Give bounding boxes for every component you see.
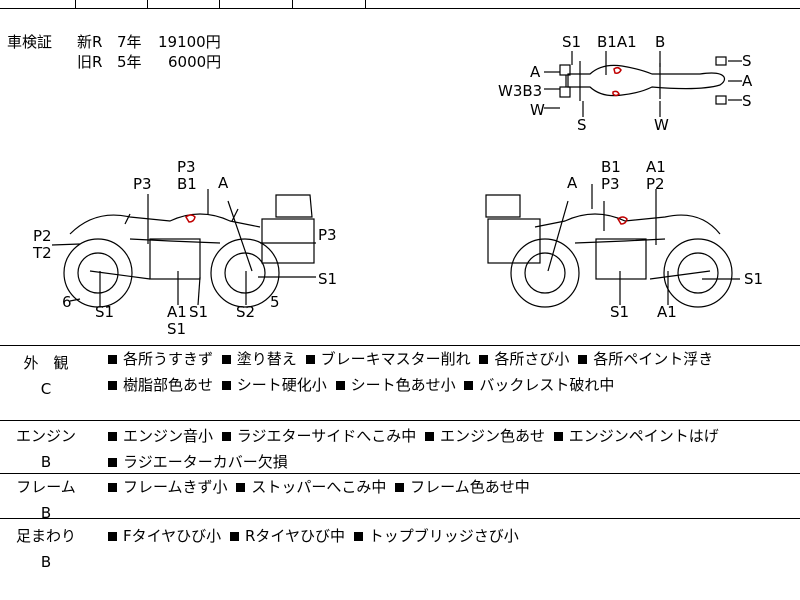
registration-old-years: 5年: [117, 53, 142, 71]
registration-new-price: 19100円: [158, 33, 221, 51]
top-table-strip: [0, 0, 800, 9]
diagram-label: B1: [601, 158, 621, 176]
condition-items: エンジン音小 ラジエターサイドへこみ中 エンジン色あせ エンジンペイントはげ ラ…: [104, 423, 794, 475]
condition-items: フレームきず小 ストッパーへこみ中 フレーム色あせ中: [104, 474, 794, 500]
condition-category: 足まわり B: [0, 523, 92, 575]
condition-grade: B: [40, 553, 52, 571]
table-divider: [147, 0, 148, 8]
diagram-label: P3: [318, 226, 337, 244]
registration-label: 車検証: [7, 33, 53, 51]
top-view-leaders: [544, 51, 742, 117]
diagram-label: S1: [610, 303, 630, 321]
diagram-label: 5: [270, 293, 280, 311]
diagram-label: B: [655, 33, 666, 51]
condition-row-engine: エンジン B エンジン音小 ラジエターサイドへこみ中 エンジン色あせ エンジンペ…: [0, 421, 800, 474]
left-side-damage-marks: [185, 214, 196, 223]
diagram-label: S1: [95, 303, 115, 321]
right-side-leaders: [591, 184, 740, 305]
diagram-label: P3: [601, 175, 620, 193]
condition-grade: B: [40, 453, 52, 471]
condition-row-frame: フレーム B フレームきず小 ストッパーへこみ中 フレーム色あせ中: [0, 474, 800, 522]
condition-row-suspension: 足まわり B Fタイヤひび小 Rタイヤひび中 トップブリッジさび小: [0, 519, 800, 600]
condition-category: エンジン B: [0, 423, 92, 475]
diagram-label: T2: [33, 244, 52, 262]
right-side-outline: [485, 194, 733, 308]
registration-new-type: 新R: [77, 33, 103, 51]
diagram-label: W: [530, 101, 545, 119]
condition-row-exterior: 外 観 C 各所うすきず 塗り替え ブレーキマスター削れ 各所さび小 各所ペイン…: [0, 346, 800, 421]
diagram-label: S1: [189, 303, 209, 321]
top-view-outline: [559, 56, 727, 105]
table-divider: [365, 0, 366, 8]
diagram-label: A: [530, 63, 541, 81]
table-divider: [75, 0, 76, 8]
registration-new-years: 7年: [117, 33, 142, 51]
diagram-label: P2: [646, 175, 665, 193]
diagram-label: W: [654, 116, 669, 134]
condition-grade: C: [40, 380, 52, 398]
condition-category: 外 観 C: [0, 350, 92, 402]
condition-items: 各所うすきず 塗り替え ブレーキマスター削れ 各所さび小 各所ペイント浮き 樹脂…: [104, 346, 794, 398]
diagram-label: P3: [177, 158, 196, 176]
condition-category: フレーム B: [0, 474, 92, 526]
diagram-label: A1: [167, 303, 187, 321]
diagram-label: B1A1: [597, 33, 637, 51]
diagram-label: S1: [562, 33, 582, 51]
diagram-label: S: [742, 92, 752, 110]
diagram-label: S1: [744, 270, 764, 288]
diagram-label: 6: [62, 293, 72, 311]
diagram-label: A1: [657, 303, 677, 321]
diagram-label: S: [742, 52, 752, 70]
diagram-label: W3B3: [498, 82, 543, 100]
diagram-label: P2: [33, 227, 52, 245]
diagram-label: S: [577, 116, 587, 134]
left-side-outline: [63, 194, 315, 308]
diagram-label: P3: [133, 175, 152, 193]
diagram-label: A: [218, 174, 229, 192]
table-divider: [219, 0, 220, 8]
registration-old-type: 旧R: [77, 53, 103, 71]
diagram-label: S2: [236, 303, 256, 321]
diagram-label: A: [567, 174, 578, 192]
diagram-label: B1: [177, 175, 197, 193]
damage-diagram-section: 車検証 新R 7年 19100円 旧R 5年 6000円: [0, 9, 800, 346]
motorcycle-diagram: [51, 51, 742, 308]
left-side-leaders: [51, 189, 316, 307]
diagram-label: S1: [318, 270, 338, 288]
registration-old-price: 6000円: [168, 53, 222, 71]
right-side-damage-marks: [617, 216, 628, 225]
diagram-label: A: [742, 72, 753, 90]
top-view-damage-marks: [612, 66, 622, 97]
condition-items: Fタイヤひび小 Rタイヤひび中 トップブリッジさび小: [104, 523, 794, 549]
condition-grade: B: [40, 504, 52, 522]
diagram-label: S1: [167, 320, 187, 338]
table-divider: [292, 0, 293, 8]
diagram-label: A1: [646, 158, 666, 176]
